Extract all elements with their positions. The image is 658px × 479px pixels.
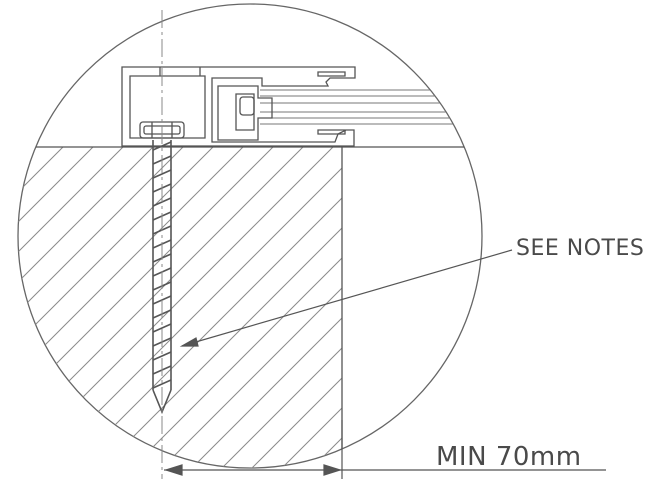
see-notes-leader xyxy=(179,249,513,347)
glass-panels xyxy=(260,89,470,125)
see-notes-label: SEE NOTES xyxy=(516,236,645,261)
min-dimension-label: MIN 70mm xyxy=(436,442,582,472)
dimension-line xyxy=(163,420,606,479)
